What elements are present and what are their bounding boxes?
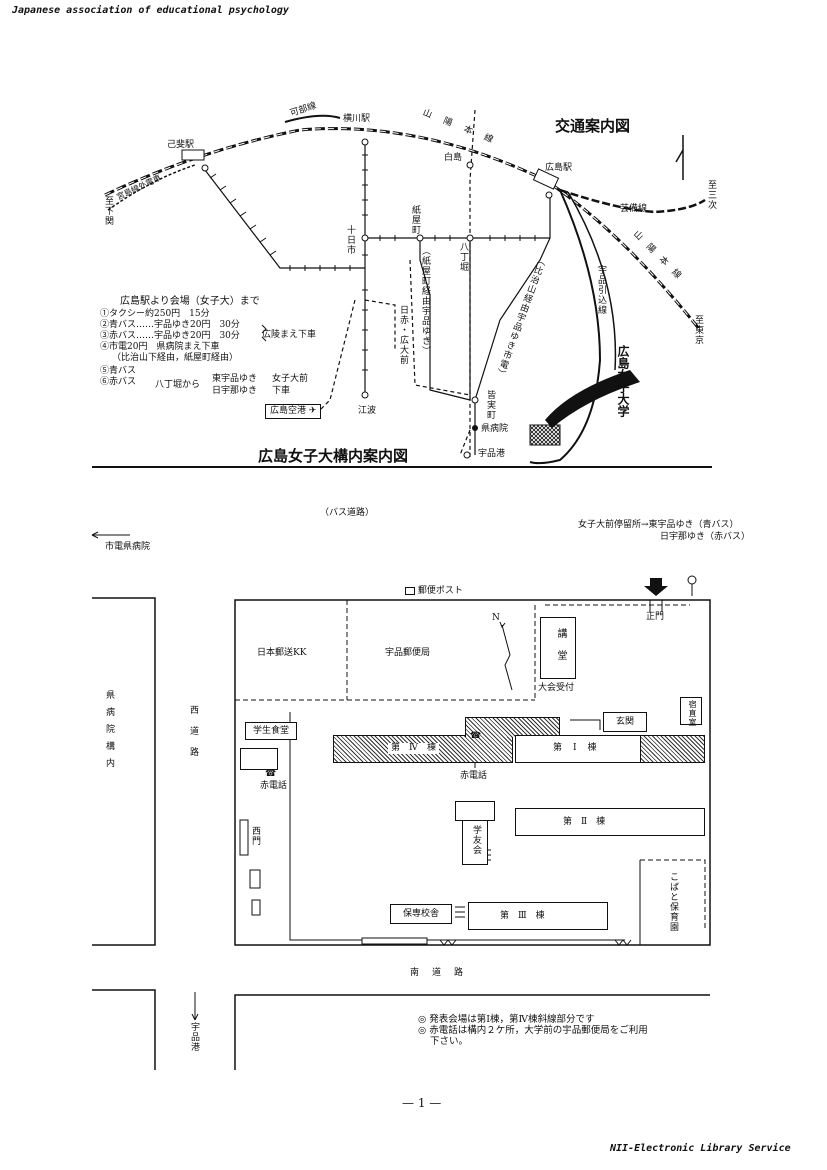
tram-hiroshi: 日赤・広大前 — [398, 305, 408, 365]
access-dest2: 日宇那ゆき — [212, 386, 258, 396]
phone-icon-center: ☎ — [470, 731, 482, 741]
prefectural-hospital-grounds: 県病院構内 — [104, 690, 114, 775]
post-box-label: 郵便ポスト — [417, 586, 463, 596]
red-phone-west: 赤電話 — [260, 781, 288, 791]
note-2: ◎ 赤電話は構内２ケ所，大学前の宇品郵便局をご利用 — [418, 1025, 648, 1036]
access-from-hatchobori: 八丁堀から — [155, 380, 201, 390]
south-road: 南 道 路 — [410, 968, 466, 978]
station-hakushima: 白島 — [444, 153, 463, 163]
airport-box: 広島空港 ✈ — [265, 404, 322, 419]
line-geibi: 芸備線 — [620, 204, 648, 214]
student-union-top — [455, 801, 495, 821]
red-phone-center: 赤電話 — [460, 771, 488, 781]
night-duty-room: 宿直室 — [680, 697, 702, 727]
tram-direction: 市電県病院 — [105, 542, 151, 552]
building-2-label: 第 Ⅱ 棟 — [563, 817, 606, 827]
bus-road-label: （バス道路） — [320, 508, 375, 518]
airport-label: 広島空港 — [270, 406, 307, 416]
airplane-icon: ✈ — [308, 406, 317, 416]
access-dest1: 東宇品ゆき — [212, 374, 258, 384]
access-panel: 広島駅より会場（女子大）まで ①タクシー約250円 15分 ②青バス……宇品ゆき… — [100, 296, 300, 388]
note-1: ◎ 発表会場は第Ⅰ棟，第Ⅳ棟斜線部分です — [418, 1014, 595, 1025]
access-line-2: ②青バス……宇品ゆき20円 30分 — [100, 320, 240, 330]
nursing-school: 保専校舎 — [390, 904, 452, 924]
access-line-7: ⑥赤バス — [100, 377, 137, 387]
to-shimonoseki: 至下関 — [103, 196, 113, 226]
building-4-wing — [465, 717, 560, 737]
station-eba: 江波 — [358, 406, 377, 416]
station-koi: 己斐駅 — [167, 140, 195, 150]
access-line-3: ③赤バス……宇品ゆき20円 30分 — [100, 331, 240, 341]
reception: 大会受付 — [538, 683, 575, 693]
post-box: 郵便ポスト — [405, 586, 463, 597]
transport-map-title: 交通案内図 — [555, 117, 631, 135]
auditorium: 講堂 — [540, 617, 576, 679]
page-number: — 1 — — [402, 1096, 442, 1110]
nippon-tsuso: 日本郵送KK — [257, 648, 307, 658]
student-union: 学友会 — [462, 820, 488, 865]
access-note-hiryo: 広陵まえ下車 — [262, 330, 317, 340]
building-3 — [468, 902, 608, 930]
header-source: Japanese association of educational psyc… — [12, 5, 289, 16]
building-2 — [515, 808, 705, 836]
access-geshya: 下車 — [272, 386, 291, 396]
entrance: 玄関 — [603, 712, 647, 732]
campus-label: 広島女子大学 — [616, 345, 630, 417]
access-line-4: ④市電20円 県病院まえ下車 — [100, 342, 220, 352]
cafeteria: 学生食堂 — [245, 722, 297, 740]
building-3-label: 第 Ⅲ 棟 — [500, 911, 545, 921]
mailbox-icon — [405, 586, 415, 595]
ujina-post-office: 宇品郵便局 — [385, 648, 431, 658]
line-ujina: 宇品引込線 — [596, 265, 606, 315]
stop-minamimachi: 皆実町 — [485, 390, 495, 420]
campus-notes: ◎ 発表会場は第Ⅰ棟，第Ⅳ棟斜線部分です ◎ 赤電話は構内２ケ所，大学前の宇品郵… — [418, 1014, 648, 1047]
station-ujina: 宇品港 — [478, 449, 506, 459]
access-line-5: （比治山下経由，紙屋町経由） — [112, 353, 239, 363]
station-hiroshima: 広島駅 — [545, 163, 573, 173]
west-gate: 西門 — [250, 826, 260, 846]
access-heading: 広島駅より会場（女子大）まで — [120, 296, 260, 307]
north-label: N — [492, 613, 500, 623]
kobato-nursery: こばと保育園 — [668, 872, 678, 932]
access-joshidai: 女子大前 — [272, 374, 309, 384]
building-1-label: 第 Ⅰ 棟 — [553, 743, 598, 753]
note-3: 下さい。 — [430, 1036, 469, 1047]
to-ujina-port: 宇品港 — [189, 1022, 199, 1052]
station-yokogawa: 横川駅 — [343, 114, 371, 124]
station-tokaichi: 十日市 — [345, 225, 355, 255]
access-line-6: ⑤青バス — [100, 366, 137, 376]
building-4-label: 第 Ⅳ 棟 — [388, 743, 439, 754]
footer-source: NII-Electronic Library Service — [610, 1143, 791, 1154]
main-gate: 正門 — [646, 612, 665, 622]
access-line-1: ①タクシー約250円 15分 — [100, 309, 210, 319]
building-1-hatched — [640, 735, 705, 763]
to-miyoshi: 至三次 — [706, 180, 716, 210]
station-kamiyacho: 紙屋町 — [410, 205, 420, 235]
campus-map-title: 広島女子大構内案内図 — [258, 447, 409, 465]
phone-icon-west: ☎ — [265, 769, 277, 779]
bus-route-kamiyacho: （紙屋町経由宇品ゆき） — [420, 246, 430, 356]
station-hatchobori: 八丁堀 — [458, 242, 468, 272]
station-kenbyoin: 県病院 — [481, 424, 509, 434]
west-road: 西道路 — [188, 705, 198, 768]
bus-stop-label: 女子大前停留所→東宇品ゆき（青バス） — [578, 520, 739, 530]
cafeteria-annex — [240, 748, 278, 770]
bus-stop-label-2: 日宇那ゆき（赤バス） — [660, 532, 751, 542]
to-tokyo: 至東京 — [693, 315, 703, 345]
